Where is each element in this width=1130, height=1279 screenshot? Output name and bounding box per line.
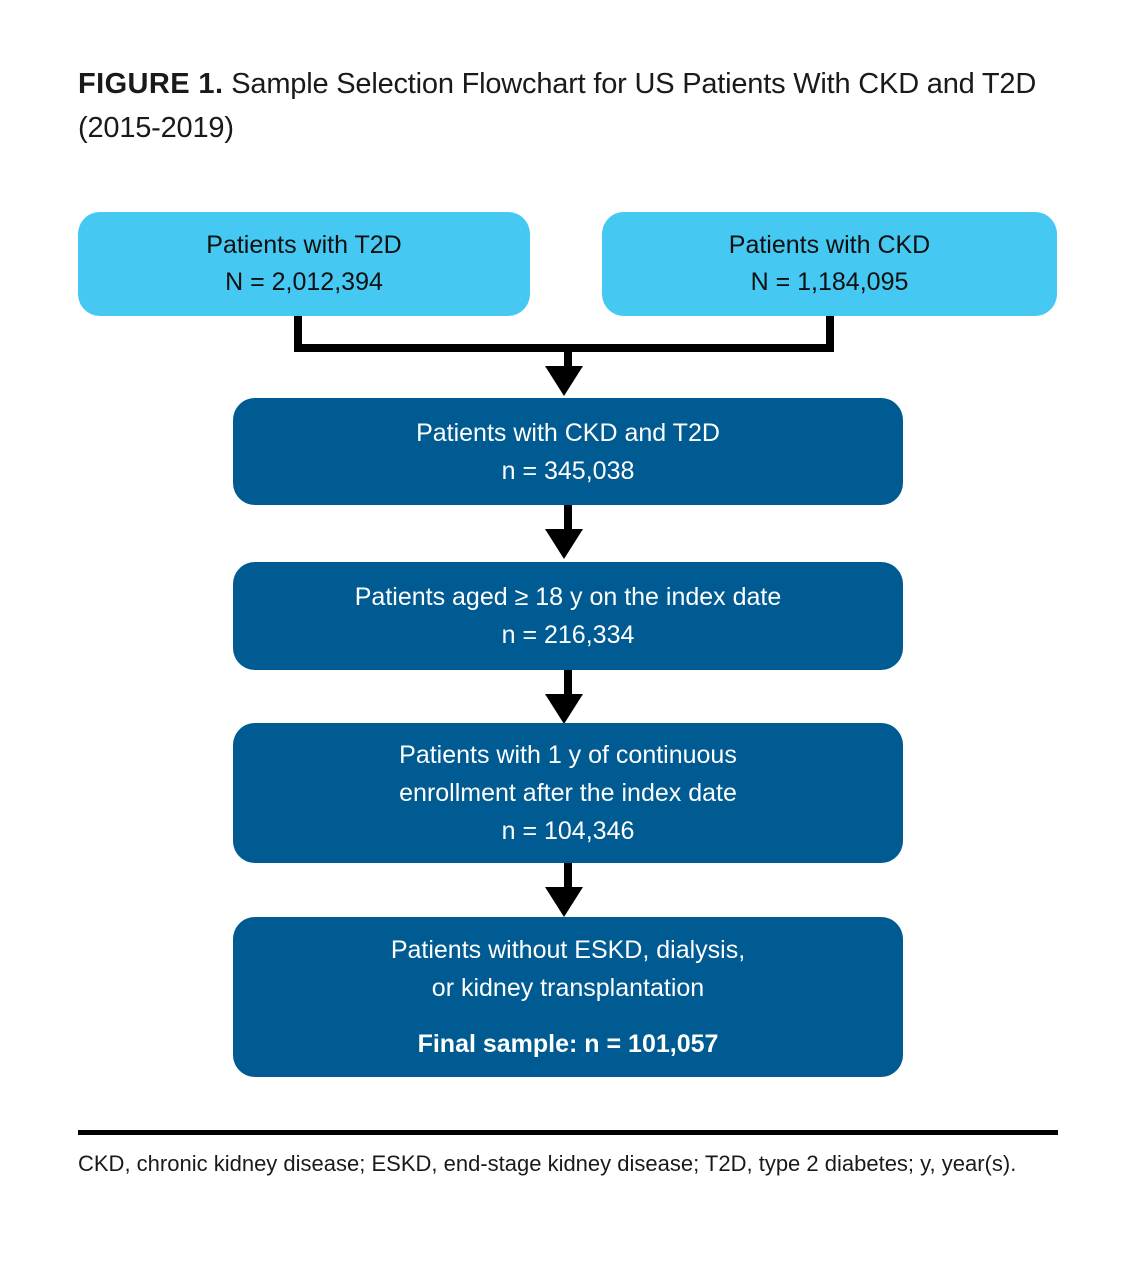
arrow-down-icon [545, 694, 583, 724]
flow-node-final-count: Final sample: n = 101,057 [417, 1030, 719, 1058]
flow-node-count: n = 216,334 [501, 621, 635, 649]
arrow-down-icon [545, 529, 583, 559]
flow-node-title-line-1: Patients with 1 y of continuous [399, 741, 737, 769]
figure-number-label: FIGURE 1. [78, 68, 224, 100]
flow-node-patients-with-continuous-enrollment: Patients with 1 y of continuous enrollme… [233, 723, 903, 863]
connector-stem-enrollment-to-final [564, 863, 572, 891]
flow-node-count: n = 104,346 [501, 817, 635, 845]
connector-merge-stem [564, 344, 572, 371]
figure-caption-text: Sample Selection Flowchart for US Patien… [78, 68, 1037, 144]
footnote-divider [78, 1130, 1058, 1135]
arrow-down-icon [545, 366, 583, 396]
flow-node-patients-with-ckd: Patients with CKD N = 1,184,095 [602, 212, 1057, 316]
flow-node-title: Patients with T2D [206, 231, 402, 259]
flow-node-title: Patients with CKD and T2D [416, 418, 720, 447]
flow-node-count: N = 2,012,394 [225, 268, 383, 296]
connector-stem-ckd [826, 316, 834, 352]
flow-node-title-line-2: enrollment after the index date [399, 779, 737, 807]
arrow-down-icon [545, 887, 583, 917]
flow-node-title: Patients aged ≥ 18 y on the index date [354, 583, 782, 611]
flow-node-title-line-2: or kidney transplantation [431, 974, 705, 1002]
flow-node-final-sample: Patients without ESKD, dialysis, or kidn… [233, 917, 903, 1077]
flow-node-title: Patients with CKD [728, 231, 931, 259]
connector-stem-t2d [294, 316, 302, 352]
connector-stem-age-to-enrollment [564, 670, 572, 698]
flow-node-patients-with-t2d: Patients with T2D N = 2,012,394 [78, 212, 530, 316]
flow-node-count: n = 345,038 [501, 456, 635, 485]
connector-stem-both-to-age [564, 505, 572, 533]
figure-title: FIGURE 1. Sample Selection Flowchart for… [78, 62, 1058, 150]
flow-node-title-line-1: Patients without ESKD, dialysis, [390, 936, 746, 964]
footnote-abbreviations: CKD, chronic kidney disease; ESKD, end-s… [78, 1151, 1017, 1176]
flow-node-count: N = 1,184,095 [750, 268, 909, 296]
flow-node-patients-aged-18-or-older: Patients aged ≥ 18 y on the index date n… [233, 562, 903, 670]
flow-node-patients-with-ckd-and-t2d: Patients with CKD and T2D n = 345,038 [233, 398, 903, 505]
